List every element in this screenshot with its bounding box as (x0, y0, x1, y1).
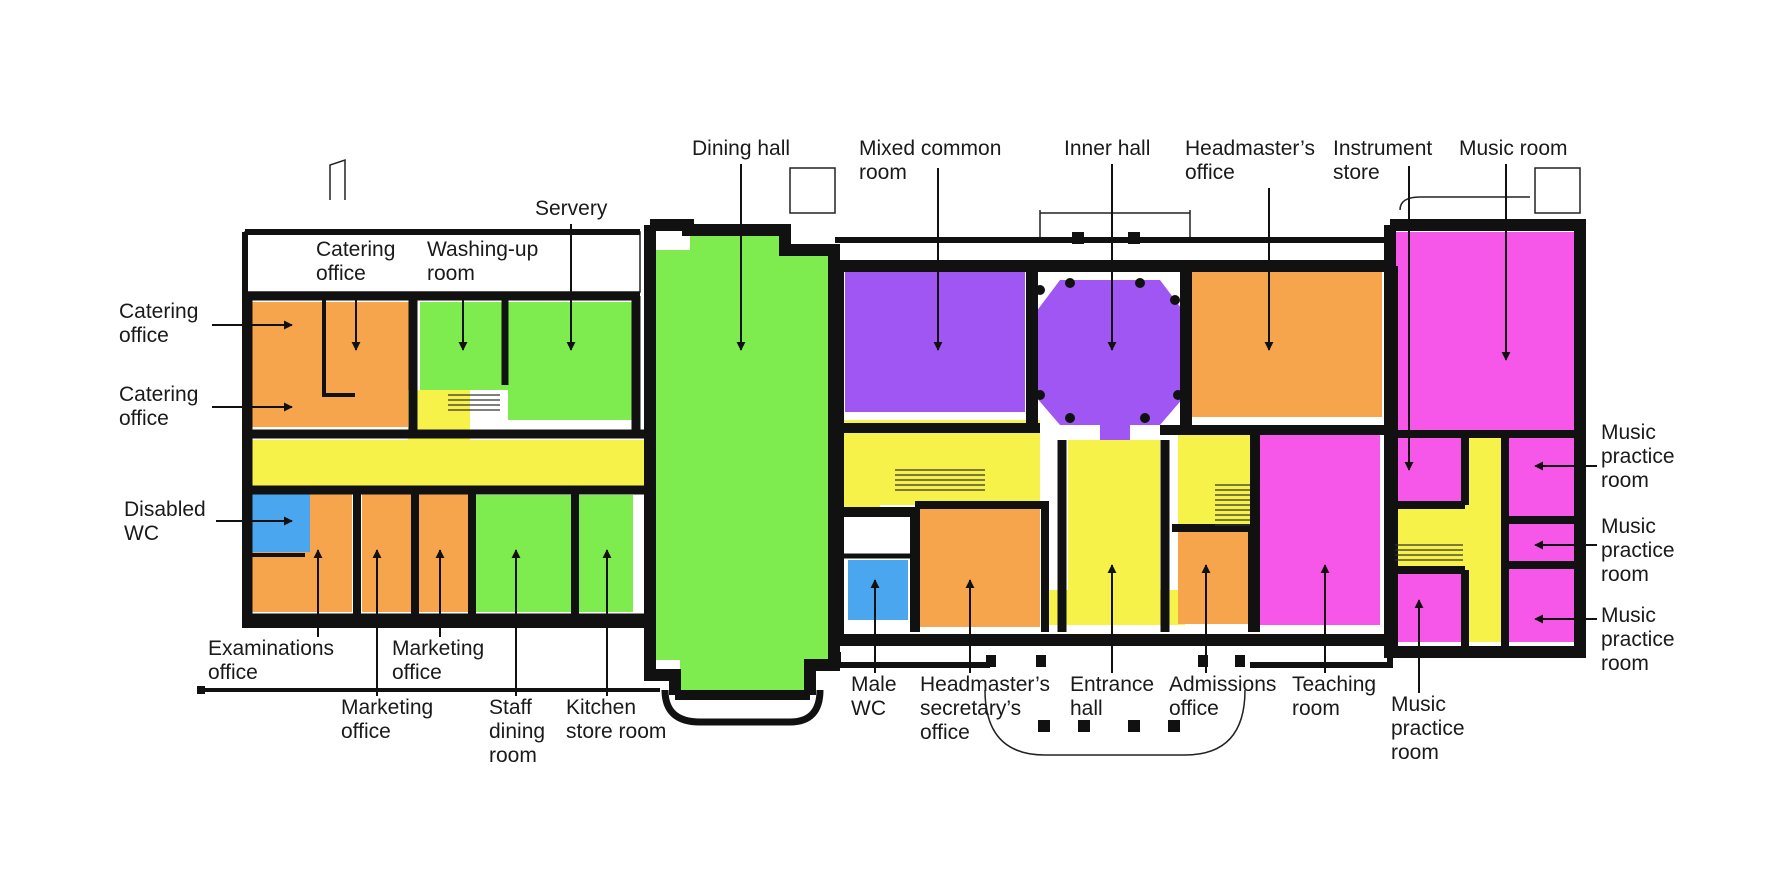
room-music-practice-4 (1395, 567, 1465, 642)
label-dining-hall: Dining hall (692, 137, 791, 160)
room-headmasters-office (1192, 272, 1382, 417)
room-music-practice-2 (1505, 520, 1580, 565)
room-mixed-common (845, 272, 1025, 412)
room-instrument-store (1395, 432, 1465, 507)
room-catering-office-top (324, 302, 409, 427)
corridor-center (840, 420, 1040, 505)
room-staff-dining (476, 495, 571, 612)
room-male-wc (848, 560, 908, 620)
room-admissions-office (1178, 532, 1248, 624)
label-arrows (212, 164, 1597, 696)
room-music-practice-3 (1505, 565, 1580, 642)
corridor-left (250, 440, 645, 490)
room-kitchen-store (578, 495, 633, 612)
room-music-room (1395, 232, 1580, 432)
room-white-store (848, 518, 908, 556)
walls (200, 219, 1586, 726)
room-headmasters-secretary (920, 505, 1040, 627)
room-teaching (1258, 435, 1380, 625)
room-catering-office-left (252, 302, 324, 427)
label-inner-hall: Inner hall (1064, 137, 1151, 160)
room-marketing-office-2 (418, 492, 468, 612)
label-servery: Servery (535, 197, 608, 220)
stairs (448, 394, 1463, 561)
room-dining-hall (655, 232, 828, 690)
room-marketing-office-1 (362, 492, 412, 612)
columns (197, 232, 1245, 732)
room-inner-hall (1030, 280, 1190, 445)
room-music-practice-1 (1505, 432, 1580, 520)
label-music-room: Music room (1459, 137, 1568, 160)
